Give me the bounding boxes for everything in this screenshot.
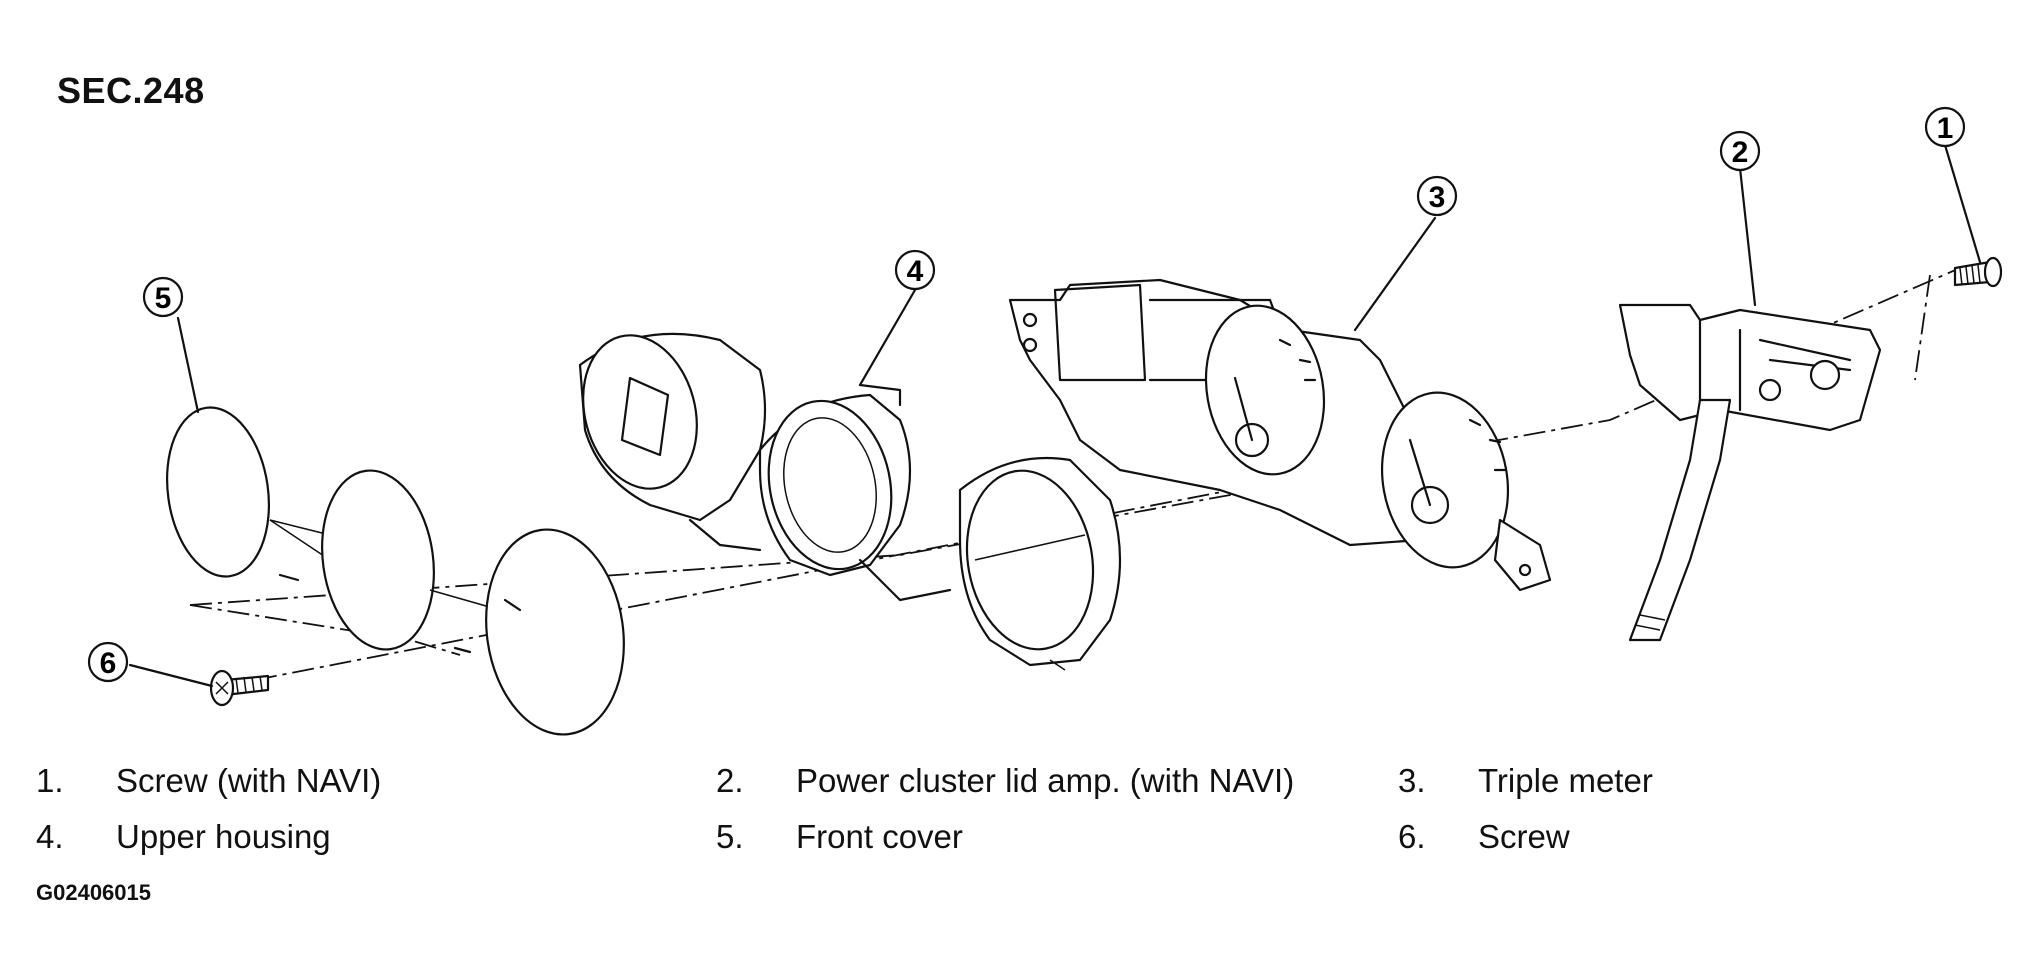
triple-meter bbox=[1008, 278, 1552, 592]
front-cover-disc-3 bbox=[485, 528, 625, 736]
callout-5: 5 bbox=[142, 276, 184, 318]
callout-1-label: 1 bbox=[1937, 112, 1954, 145]
callout-6-label: 6 bbox=[100, 647, 117, 680]
section-title: SEC.248 bbox=[57, 70, 205, 111]
callout-1: 1 bbox=[1924, 106, 1966, 148]
figure-code: G02406015 bbox=[36, 880, 151, 905]
left-gauge bbox=[1204, 304, 1326, 476]
ribbon-cable bbox=[1628, 398, 1732, 642]
callout-5-label: 5 bbox=[155, 282, 172, 315]
front-cover-group bbox=[165, 406, 625, 736]
screw bbox=[209, 669, 270, 707]
callout-3-label: 3 bbox=[1429, 181, 1446, 214]
screw-with-navi bbox=[1953, 256, 2003, 288]
callout-4-label: 4 bbox=[907, 255, 924, 288]
callout-6: 6 bbox=[87, 641, 129, 683]
front-cover-disc-1 bbox=[165, 406, 271, 578]
right-gauge bbox=[1380, 391, 1510, 569]
power-cluster-lid-amp bbox=[1618, 303, 1882, 642]
front-cover-disc-2 bbox=[321, 469, 435, 651]
callout-4: 4 bbox=[894, 249, 936, 291]
callout-3: 3 bbox=[1416, 175, 1458, 217]
callout-2-label: 2 bbox=[1732, 136, 1749, 169]
leader-lines bbox=[128, 143, 1982, 688]
callout-2: 2 bbox=[1719, 130, 1761, 172]
upper-housing-group bbox=[578, 332, 1122, 671]
